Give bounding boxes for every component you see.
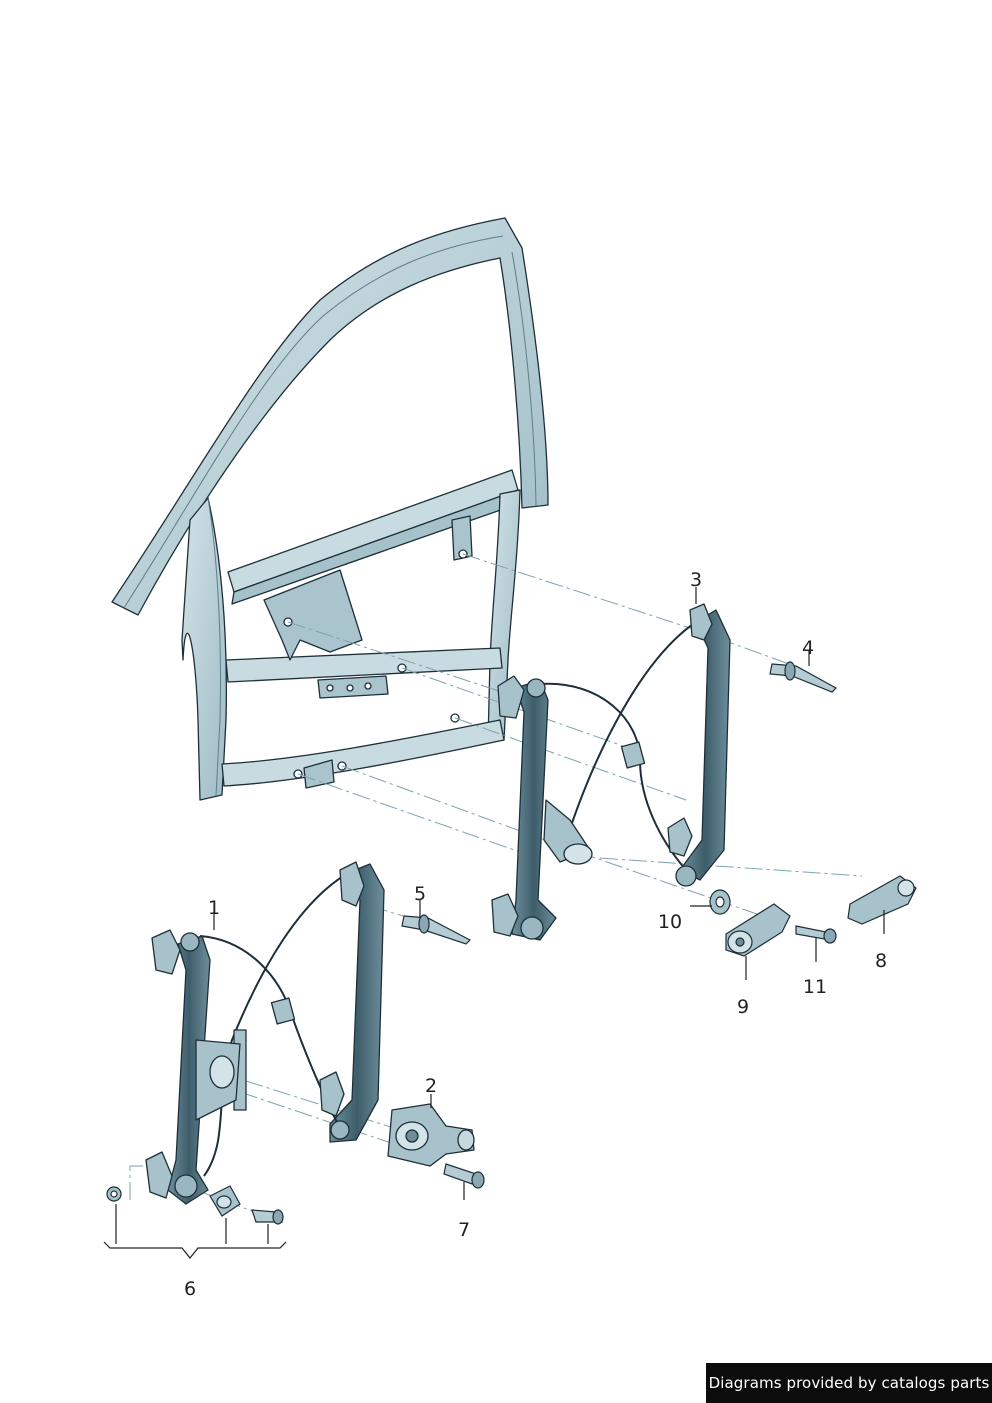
callout-11: 11 <box>803 976 827 998</box>
callout-1: 1 <box>208 897 220 919</box>
window-regulator-lower <box>145 861 385 1205</box>
credit-text: Diagrams provided by catalogs parts <box>708 1374 990 1392</box>
washer <box>709 889 731 915</box>
lever-part <box>847 875 917 925</box>
door-frame <box>111 217 549 801</box>
callout-10: 10 <box>658 911 682 933</box>
callout-6: 6 <box>184 1278 196 1300</box>
callout-8: 8 <box>875 950 887 972</box>
fastener-set <box>106 1185 284 1225</box>
screw-part <box>795 925 837 944</box>
callout-7: 7 <box>458 1219 470 1241</box>
link-part <box>725 903 791 957</box>
credit-badge: Diagrams provided by catalogs parts <box>706 1363 992 1403</box>
callout-4: 4 <box>802 637 814 659</box>
rivet-lower <box>401 914 472 945</box>
window-motor <box>387 1103 475 1167</box>
window-regulator-upper <box>491 603 731 941</box>
callout-9: 9 <box>737 996 749 1018</box>
callout-3: 3 <box>690 569 702 591</box>
callout-5: 5 <box>414 883 426 905</box>
rivet-upper <box>769 661 837 693</box>
bolt-motor <box>443 1163 485 1189</box>
leader-lines <box>103 587 885 1259</box>
callout-2: 2 <box>425 1075 437 1097</box>
